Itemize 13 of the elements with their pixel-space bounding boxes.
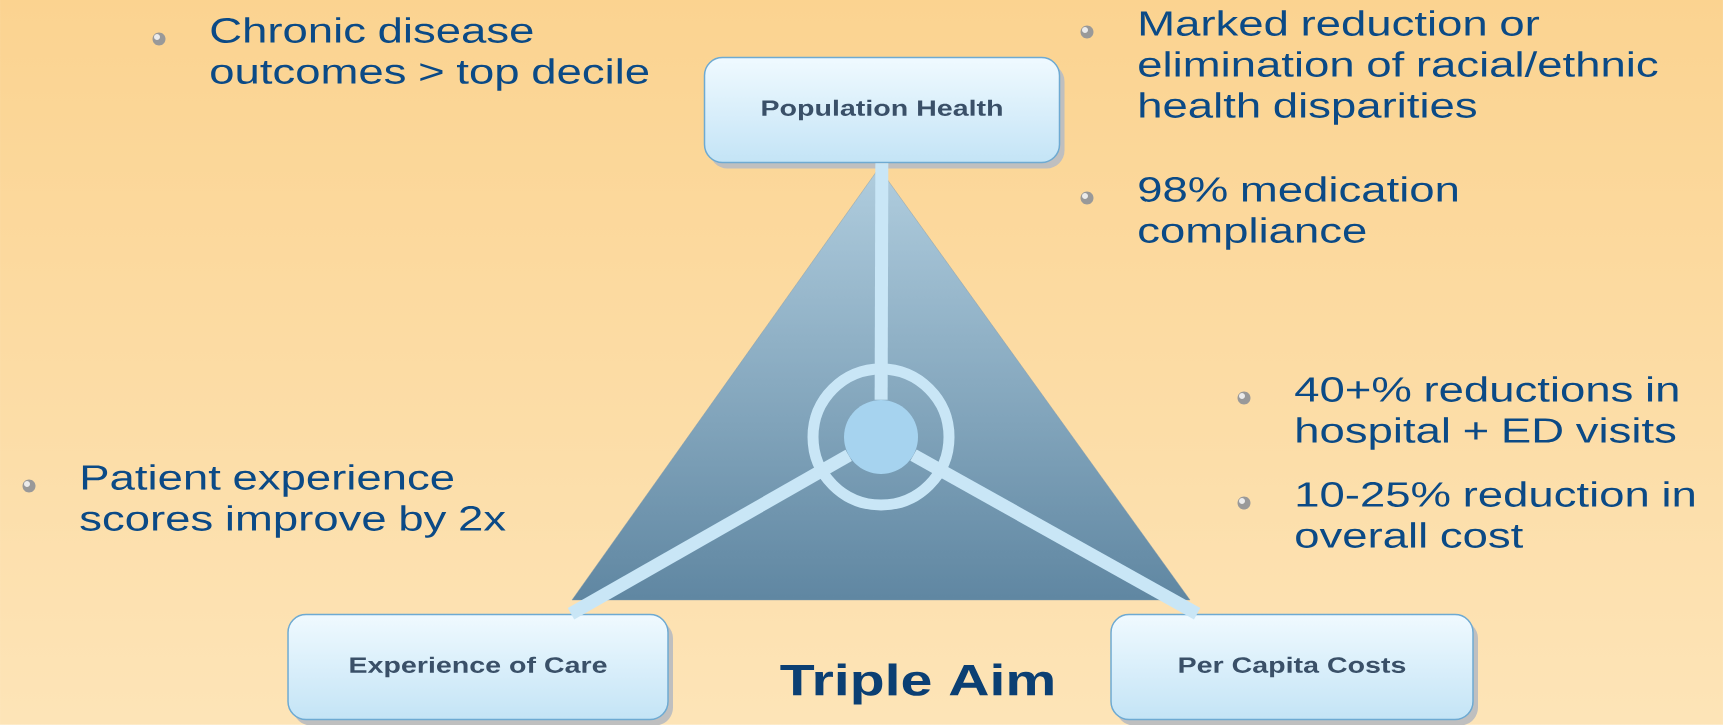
process-box: Experience of Care xyxy=(287,613,673,725)
connector-line xyxy=(874,163,889,400)
connector-line xyxy=(910,449,1201,620)
hub-circle xyxy=(844,400,918,474)
bullet-text: Chronic disease outcomes > top decile xyxy=(211,17,649,91)
process-box: Population Health xyxy=(703,56,1065,169)
bullet-text: 98% medication compliance xyxy=(1139,176,1457,250)
bullet-text: Marked reduction or elimination of racial/ethnic health disparities xyxy=(1139,10,1658,125)
title: Triple Aim xyxy=(780,663,1053,705)
bullet-text: 40+% reductions in hospital + ED visits xyxy=(1295,376,1678,450)
process-box: Per Capita Costs xyxy=(1110,613,1478,725)
bullet-text: 10-25% reduction in overall cost xyxy=(1296,481,1694,548)
bullet-text: Patient experience scores improve by 2x xyxy=(80,464,506,538)
